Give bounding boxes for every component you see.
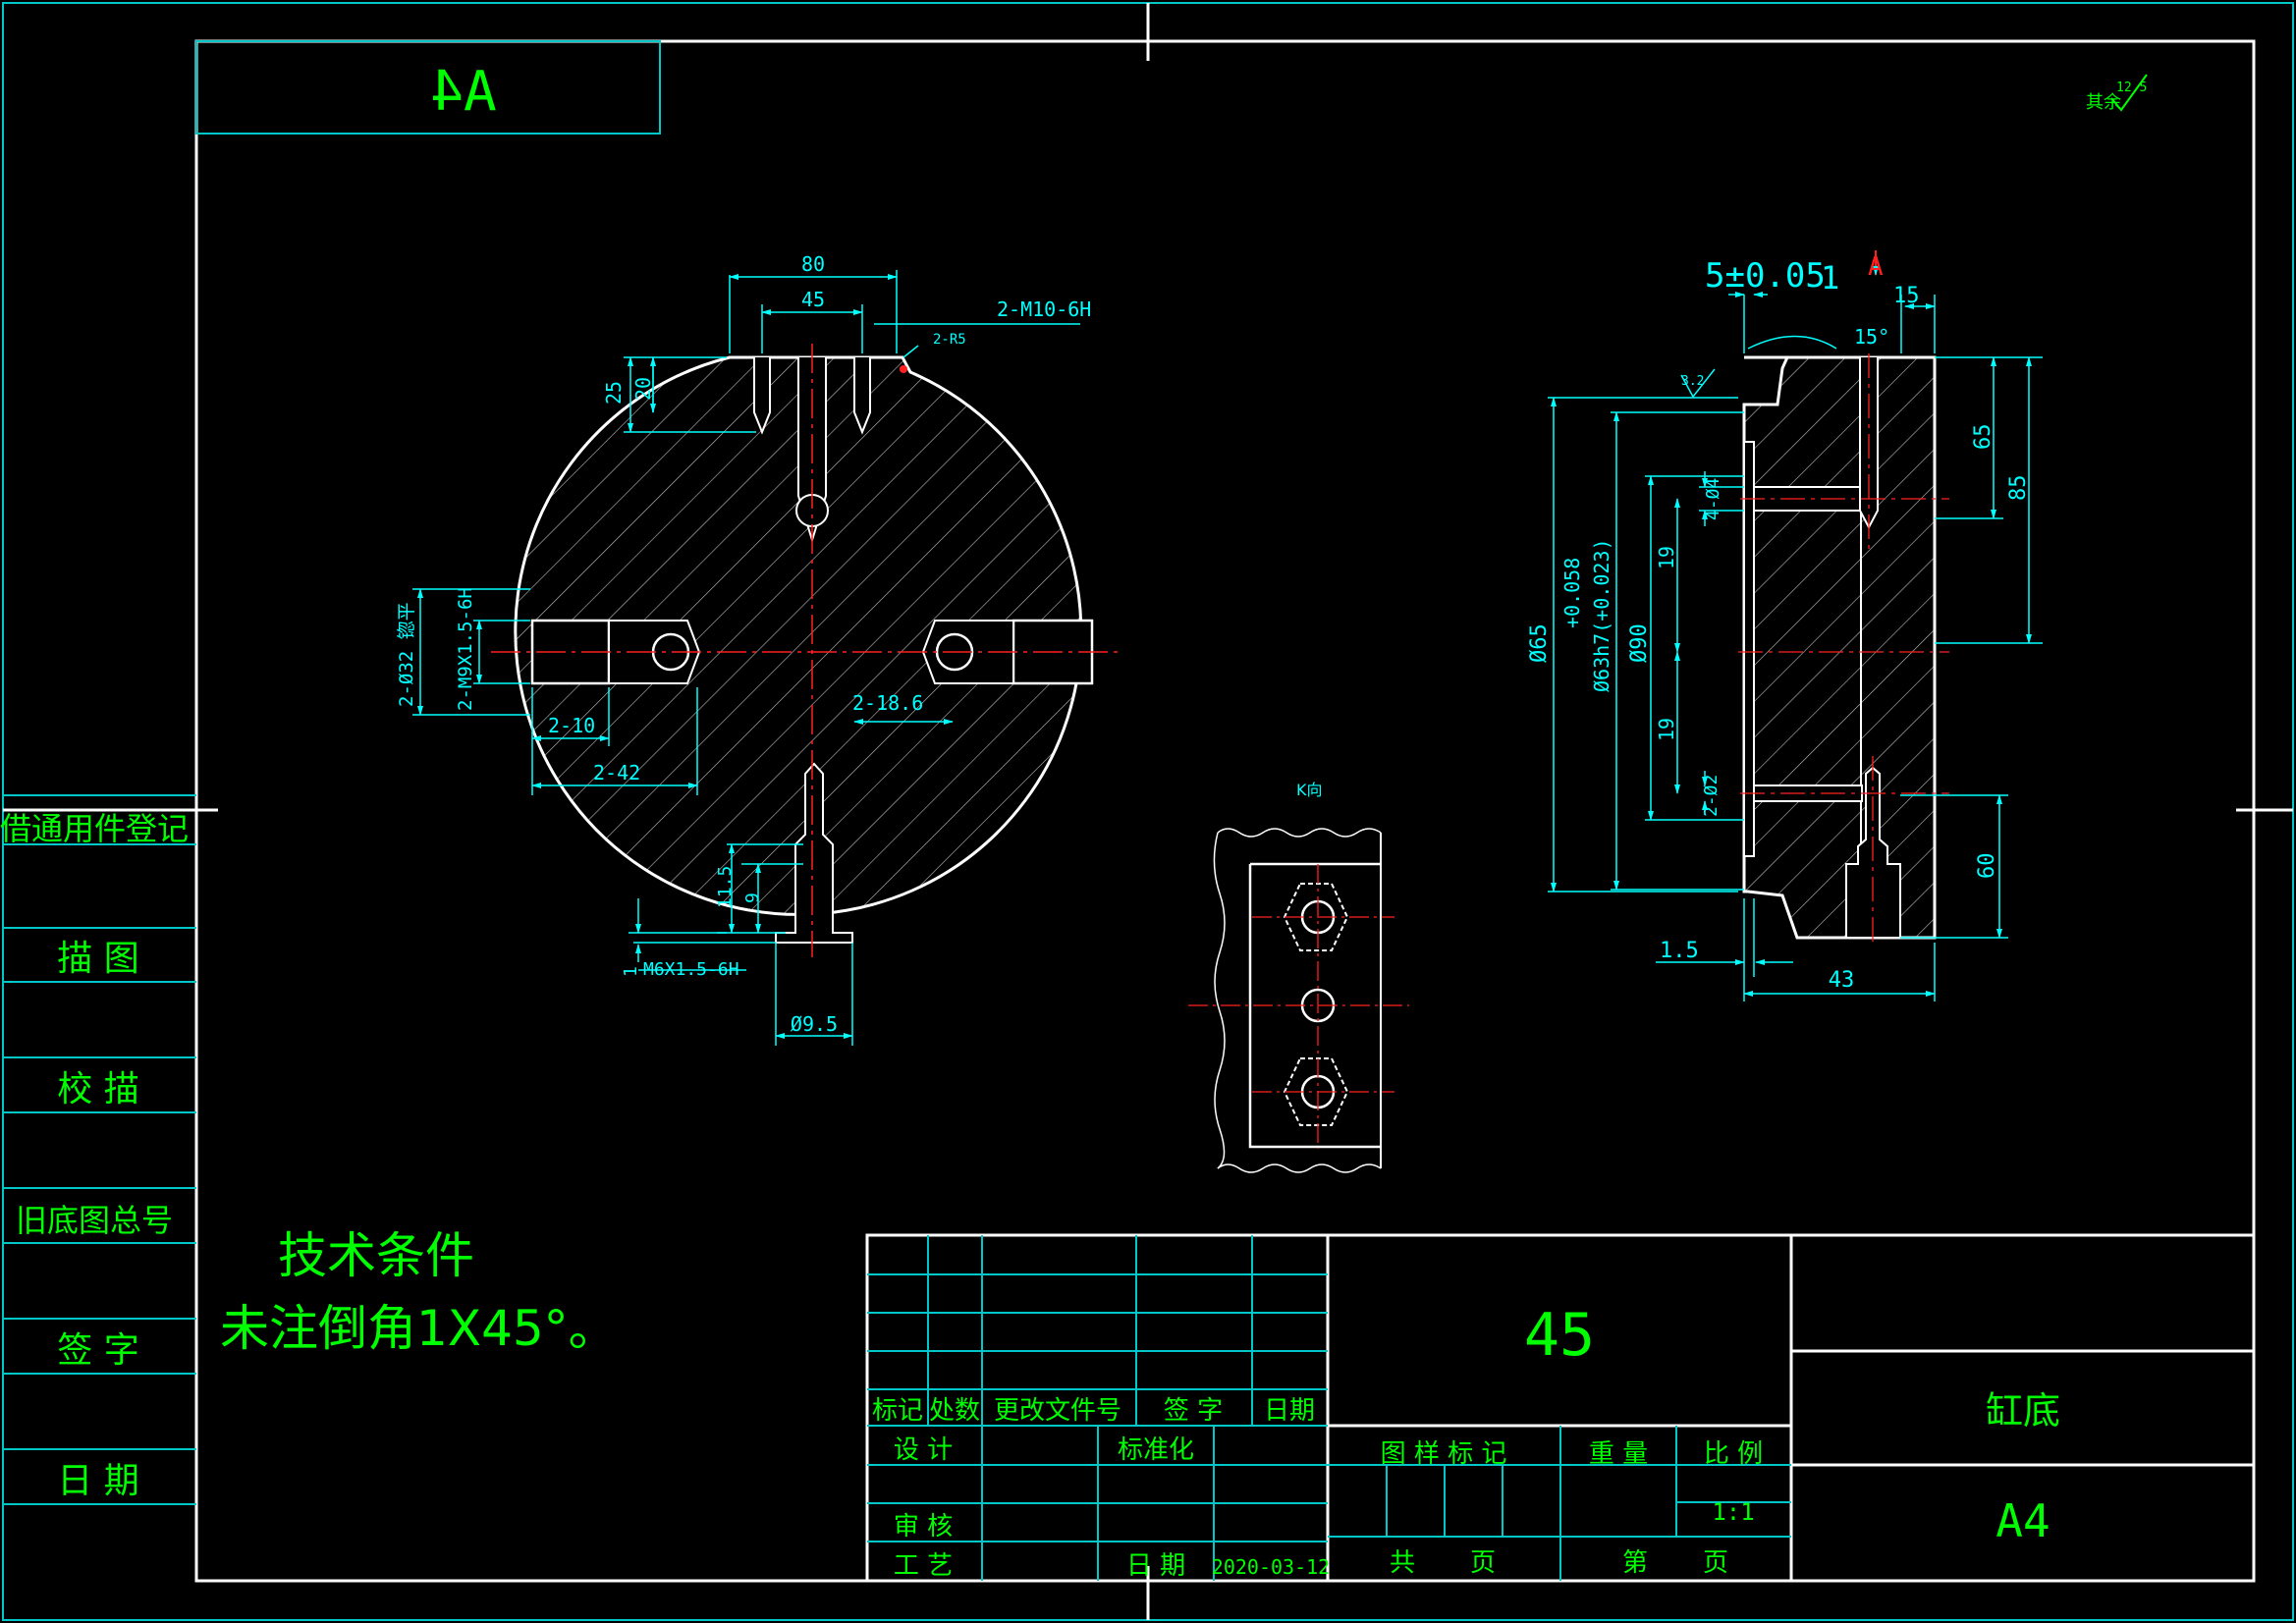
dim-45: 45 (801, 288, 825, 311)
section-view: 5±0.05 1 A 15 15° 3.2 Ø65 +0.058 Ø63h7(+… (1527, 250, 2043, 1001)
dim-1: 1 (621, 966, 641, 977)
dim-phi65: Ø65 (1527, 623, 1552, 663)
k-view-label: K向 (1296, 781, 1323, 799)
label-sheet-pages: 页 (1703, 1548, 1728, 1578)
dim-r5: 2-R5 (933, 332, 966, 348)
dim-phi63: Ø63h7(+0.023) (1590, 538, 1613, 692)
dim-tol-up: +0.058 (1560, 558, 1584, 628)
dim-43: 43 (1829, 968, 1855, 993)
k-view-break-top (1217, 828, 1382, 838)
section-bore (1743, 441, 1755, 857)
format-value: A4 (1995, 1494, 2050, 1547)
format-box (195, 40, 661, 135)
label-total: 共 (1390, 1548, 1415, 1578)
tapped-hole-1 (753, 357, 771, 435)
dim-phi90: Ø90 (1627, 623, 1652, 663)
dim-20: 20 (631, 377, 655, 401)
dim-m9: 2-M9X1.5-6H (455, 587, 476, 711)
rough-3-2: 3.2 (1681, 374, 1704, 389)
k-view-face (1248, 862, 1381, 1149)
title-block: 标记 处数 更改文件号 签 字 日期 设 计 标准化 审 核 工 艺 日 期 2… (865, 1233, 2256, 1583)
roughness-note: 其余 (2086, 92, 2121, 113)
dim-65: 65 (1971, 424, 1995, 451)
part-name: 缸底 (1986, 1389, 2060, 1433)
k-view-break-bottom (1217, 1163, 1382, 1173)
dim-4-phi4: 4-Ø4 (1703, 478, 1723, 520)
rev-header-sign: 签 字 (1164, 1396, 1223, 1426)
label-review: 审 核 (894, 1512, 953, 1542)
label-standard: 标准化 (1118, 1435, 1194, 1465)
dim-phi32: 2-Ø32 锪平 (396, 602, 417, 707)
tech-conditions-line1: 未注倒角1X45°。 (220, 1300, 618, 1357)
section-body (1742, 355, 1937, 940)
label-design: 设 计 (894, 1435, 953, 1465)
label-weight: 重 量 (1589, 1439, 1648, 1469)
roughness-symbol (2110, 74, 2148, 112)
scale-value: 1:1 (1712, 1498, 1754, 1526)
front-view-dim-lines (412, 270, 1080, 1046)
front-view: 80 45 2-M10-6H 2-R5 25 20 2-Ø32 锪平 2-M9X… (396, 252, 1120, 1046)
section-dim-lines (1548, 292, 2043, 1001)
section-oil-passage-bottom (1753, 784, 1863, 802)
label-pattern-mark: 图 样 标 记 (1381, 1439, 1507, 1469)
dim-80: 80 (801, 252, 825, 276)
front-view-body (514, 355, 1083, 916)
dim-2-phi2: 2-Ø2 (1701, 775, 1722, 817)
dim-19a: 19 (1655, 546, 1678, 569)
fillet-marker (900, 365, 907, 373)
label-sheet: 第 (1622, 1548, 1648, 1578)
arrow-a: A (1868, 252, 1884, 282)
dim-19b: 19 (1655, 718, 1678, 741)
dim-phi9-5: Ø9.5 (791, 1012, 838, 1036)
reg-item-old-drawing: 旧底图总号 (16, 1202, 173, 1239)
dim-2-18-6: 2-18.6 (852, 691, 923, 715)
rev-header-date: 日期 (1264, 1396, 1315, 1426)
reg-item-check: 校 描 (57, 1069, 138, 1109)
dim-m10: 2-M10-6H (997, 298, 1091, 321)
tech-conditions-heading: 技术条件 (278, 1227, 474, 1284)
rev-header-mark: 标记 (872, 1396, 923, 1426)
reg-item-signature: 签 字 (57, 1330, 138, 1371)
format-mirrored: A4 (430, 60, 496, 124)
dim-25: 25 (602, 381, 626, 405)
dim-60: 60 (1975, 853, 1999, 880)
label-date: 日 期 (1126, 1551, 1185, 1581)
date-value: 2020-03-12 (1212, 1555, 1330, 1579)
dim-11-5: 11.5 (715, 866, 736, 908)
bottom-port (775, 762, 853, 944)
dim-angle-15: 15° (1854, 325, 1889, 349)
rev-header-doc: 更改文件号 (994, 1396, 1121, 1426)
roughness-value: 12.5 (2116, 81, 2147, 95)
dim-tol-5: 5±0.05 (1705, 256, 1826, 296)
k-view: K向 (1188, 781, 1409, 1173)
material-value: 45 (1524, 1301, 1595, 1370)
k-view-break-left (1213, 832, 1226, 1169)
left-registration-column (3, 794, 196, 1505)
dim-2-42: 2-42 (593, 761, 640, 784)
dim-1-5: 1.5 (1660, 939, 1699, 963)
dim-9: 9 (742, 893, 763, 903)
reg-item-date: 日 期 (57, 1461, 138, 1501)
dim-85: 85 (2006, 475, 2031, 502)
label-total-pages: 页 (1470, 1548, 1496, 1578)
reg-item-tracing: 描 图 (57, 939, 138, 979)
dim-m6: M6X1.5-6H (643, 959, 739, 980)
tapped-hole-2 (853, 357, 871, 435)
dim-2-10: 2-10 (548, 714, 595, 737)
dim-tol-one: 1 (1821, 259, 1839, 297)
label-scale: 比 例 (1704, 1439, 1763, 1469)
reg-item-borrowed: 借通用件登记 (0, 810, 189, 847)
label-process: 工 艺 (894, 1551, 953, 1581)
rev-header-count: 处数 (929, 1396, 980, 1426)
dim-15: 15 (1893, 284, 1920, 308)
